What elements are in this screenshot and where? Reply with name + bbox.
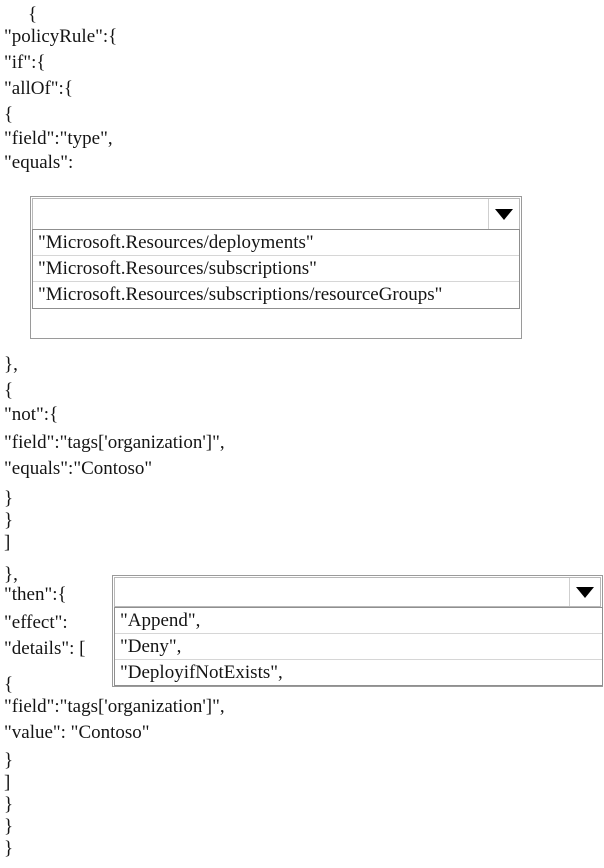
equals-dropdown-field[interactable]: [32, 198, 520, 230]
dropdown-option[interactable]: "Append",: [115, 608, 602, 634]
code-line: {: [4, 380, 14, 401]
code-line: "field":"type",: [4, 128, 113, 149]
code-line: "field":"tags['organization']",: [4, 432, 225, 453]
code-line: }: [4, 750, 14, 771]
dropdown-option[interactable]: "Microsoft.Resources/subscriptions": [33, 256, 519, 282]
dropdown-option[interactable]: "Microsoft.Resources/deployments": [33, 230, 519, 256]
code-line: }: [4, 488, 14, 509]
code-line: "then":{: [4, 584, 67, 605]
equals-dropdown-selected-value: [33, 199, 488, 229]
code-line: }: [4, 838, 14, 859]
code-line: }: [4, 794, 14, 815]
code-line: "equals":: [4, 152, 74, 173]
code-line: "effect":: [4, 612, 68, 633]
code-line: "equals":"Contoso": [4, 458, 153, 479]
effect-value-dropdown[interactable]: "Append","Deny","DeployifNotExists",: [112, 575, 603, 687]
code-line: {: [4, 674, 14, 695]
code-line: "not":{: [4, 404, 59, 425]
code-line: "value": "Contoso": [4, 722, 150, 743]
dropdown-option[interactable]: "Deny",: [115, 634, 602, 660]
code-line: ]: [4, 532, 11, 553]
effect-dropdown-field[interactable]: [114, 577, 601, 607]
code-line: "allOf":{: [4, 78, 73, 99]
equals-dropdown-option-list[interactable]: "Microsoft.Resources/deployments""Micros…: [32, 229, 520, 309]
effect-dropdown-selected-value: [115, 578, 569, 606]
effect-dropdown-option-list[interactable]: "Append","Deny","DeployifNotExists",: [114, 607, 603, 686]
code-line: }: [4, 510, 14, 531]
code-line: },: [4, 564, 18, 585]
code-line: "field":"tags['organization']",: [4, 696, 225, 717]
equals-dropdown-toggle[interactable]: [488, 199, 519, 229]
code-line: "if":{: [4, 52, 46, 73]
code-line: {: [4, 104, 14, 125]
code-line: "details": [: [4, 638, 86, 659]
code-line: }: [4, 816, 14, 837]
effect-dropdown-toggle[interactable]: [569, 578, 600, 606]
equals-value-dropdown[interactable]: "Microsoft.Resources/deployments""Micros…: [30, 196, 522, 339]
code-line: },: [4, 354, 18, 375]
dropdown-option[interactable]: "DeployifNotExists",: [115, 660, 602, 685]
code-line: ]: [4, 772, 11, 793]
chevron-down-icon: [495, 208, 513, 220]
code-line: "policyRule":{: [4, 26, 118, 47]
chevron-down-icon: [576, 586, 594, 598]
dropdown-option[interactable]: "Microsoft.Resources/subscriptions/resou…: [33, 282, 519, 308]
code-line: {: [28, 4, 38, 25]
